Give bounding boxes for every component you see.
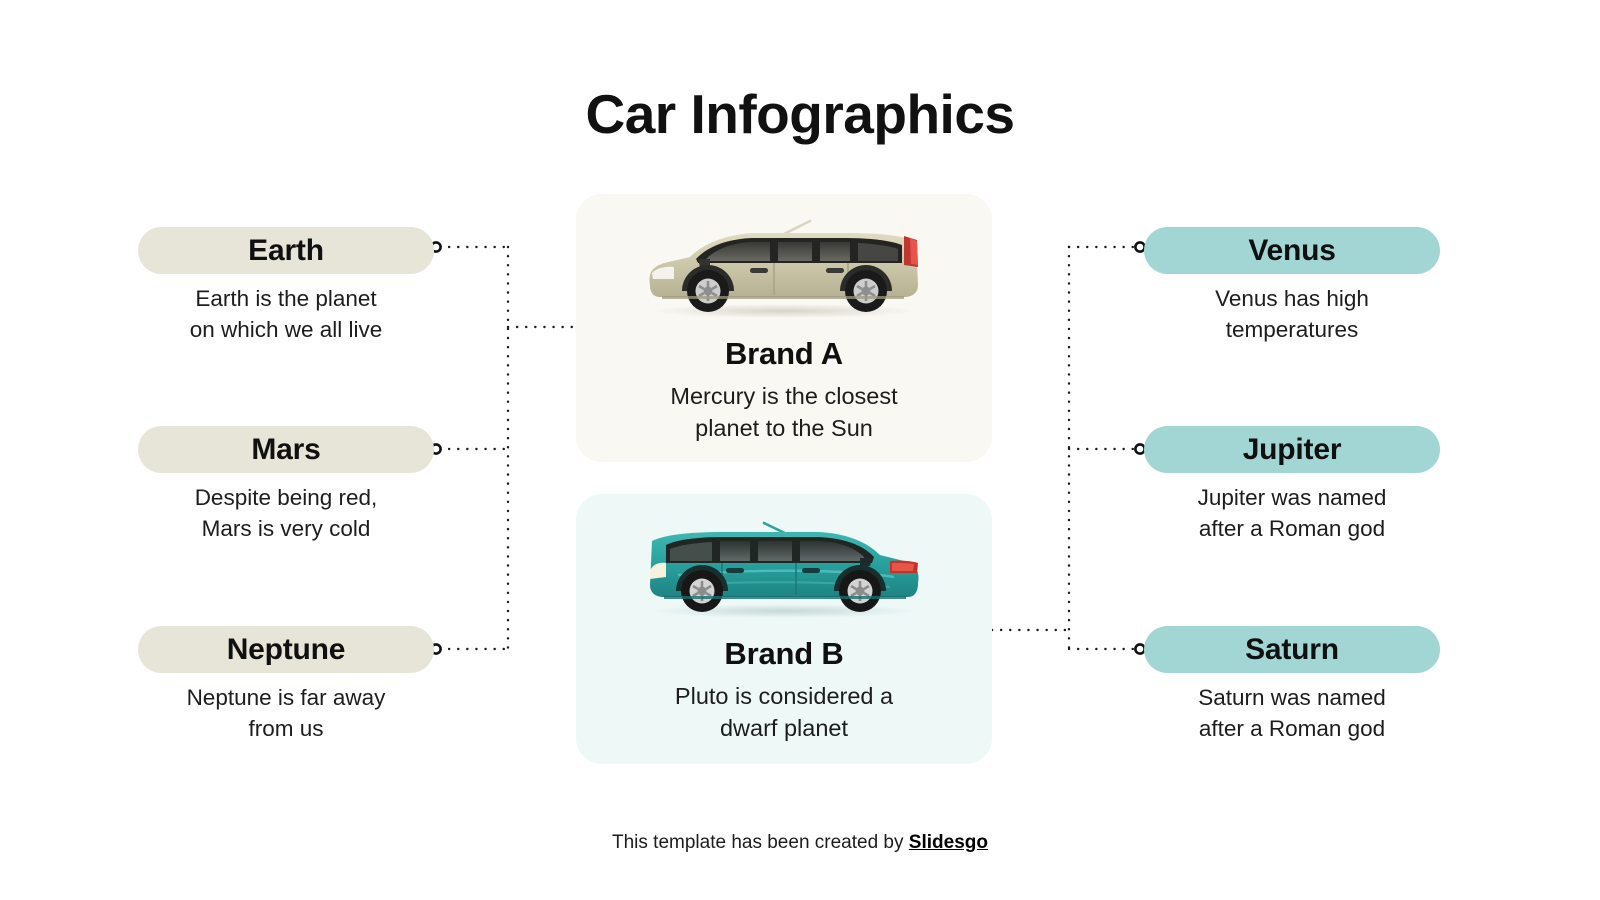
pill-label-jupiter[interactable]: Jupiter <box>1144 426 1440 473</box>
brand-b-name: Brand B <box>724 636 844 671</box>
pill-label-venus[interactable]: Venus <box>1144 227 1440 274</box>
description-venus: Venus has high temperatures <box>1215 286 1369 342</box>
pill-text: Neptune <box>226 632 346 666</box>
brand-a-name: Brand A <box>724 336 843 371</box>
pill-text: Mars <box>251 432 321 466</box>
side-item-earth[interactable]: Earth Earth is the planet on which we al… <box>138 227 434 345</box>
footer-credit: This template has been created by Slides… <box>0 832 1600 854</box>
car-image-a-wrap <box>576 208 992 326</box>
pill-label-saturn[interactable]: Saturn <box>1144 626 1440 673</box>
side-item-neptune[interactable]: Neptune Neptune is far away from us <box>138 626 434 744</box>
side-item-saturn[interactable]: Saturn Saturn was named after a Roman go… <box>1144 626 1440 744</box>
description-jupiter: Jupiter was named after a Roman god <box>1197 485 1387 541</box>
brand-card-b[interactable]: Brand B Pluto is considered a dwarf plan… <box>576 494 992 764</box>
side-item-venus[interactable]: Venus Venus has high temperatures <box>1144 227 1440 345</box>
slidesgo-link[interactable]: Slidesgo <box>908 832 988 853</box>
description-earth: Earth is the planet on which we all live <box>189 286 383 342</box>
pill-text: Venus <box>1248 233 1336 267</box>
pill-label-neptune[interactable]: Neptune <box>138 626 434 673</box>
car-image-b-wrap <box>576 508 992 626</box>
description-mars: Despite being red, Mars is very cold <box>194 485 378 541</box>
pill-label-mars[interactable]: Mars <box>138 426 434 473</box>
beige-minivan-icon <box>649 219 918 318</box>
pill-text: Jupiter <box>1242 432 1342 466</box>
page-title: Car Infographics <box>585 83 1015 145</box>
side-item-jupiter[interactable]: Jupiter Jupiter was named after a Roman … <box>1144 426 1440 544</box>
pill-label-earth[interactable]: Earth <box>138 227 434 274</box>
brand-card-a[interactable]: Brand A Mercury is the closest planet to… <box>576 194 992 462</box>
side-item-mars[interactable]: Mars Despite being red, Mars is very col… <box>138 426 434 544</box>
brand-b-description: Pluto is considered a dwarf planet <box>674 683 894 741</box>
footer-text: This template has been created by <box>612 832 909 853</box>
pill-text: Earth <box>248 233 324 267</box>
teal-minivan-icon <box>650 521 919 618</box>
description-saturn: Saturn was named after a Roman god <box>1198 685 1386 741</box>
brand-a-description: Mercury is the closest planet to the Sun <box>670 383 898 441</box>
description-neptune: Neptune is far away from us <box>186 685 386 741</box>
pill-text: Saturn <box>1245 632 1339 666</box>
